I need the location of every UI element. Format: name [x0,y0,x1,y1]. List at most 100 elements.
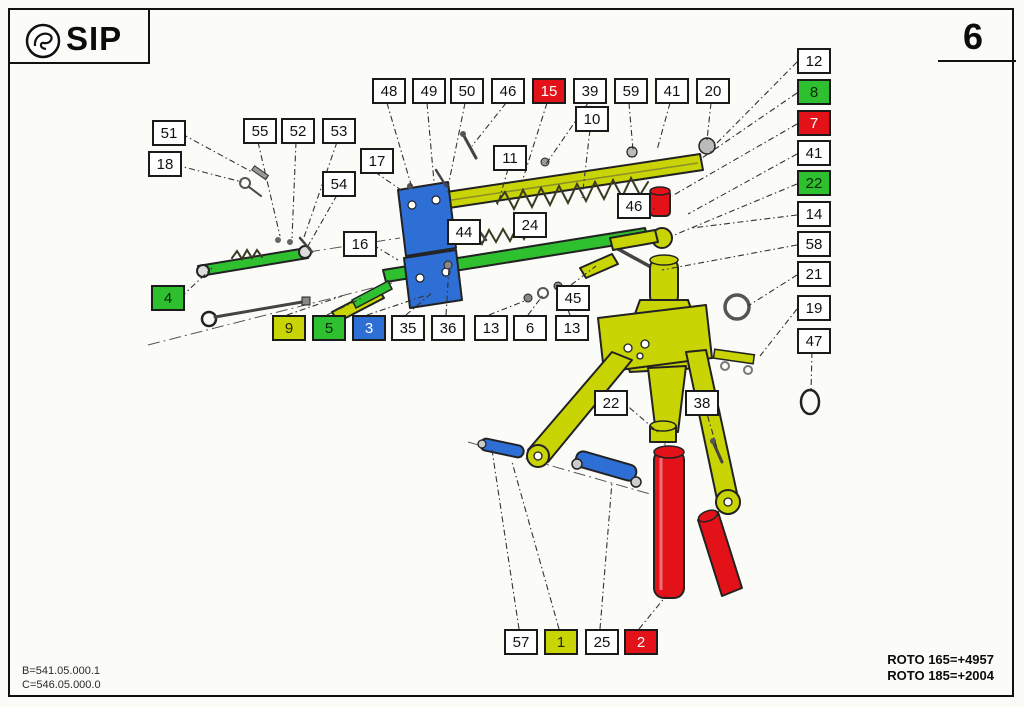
leader-line [701,92,798,159]
part-label-58: 58 [797,231,831,257]
leader-line [671,183,798,237]
leader-line [599,481,613,630]
part-label-21: 21 [797,261,831,287]
part-label-49: 49 [412,78,446,104]
leader-line [511,461,560,630]
part-label-39: 39 [573,78,607,104]
leader-line [471,102,507,147]
footer-model-notes: ROTO 165=+4957 ROTO 185=+2004 [887,652,994,684]
leader-line [691,214,798,229]
leader-line [386,102,413,189]
part-label-5: 5 [312,315,346,341]
header-divider-vertical [148,8,150,64]
leader-line [671,123,798,197]
leader-line [661,244,798,271]
part-label-11: 11 [493,145,527,171]
leader-line [759,308,798,357]
leader-line [446,102,466,193]
leader-line [608,389,661,435]
part-label-25: 25 [585,629,619,655]
part-label-13: 13 [555,315,589,341]
left-bar-assembly [196,131,550,328]
part-label-3: 3 [352,315,386,341]
part-label-20: 20 [696,78,730,104]
part-label-55: 55 [243,118,277,144]
part-label-46: 46 [617,193,651,219]
part-label-50: 50 [450,78,484,104]
part-label-16: 16 [343,231,377,257]
part-label-36: 36 [431,315,465,341]
part-label-41: 41 [797,140,831,166]
part-label-47: 47 [797,328,831,354]
part-label-35: 35 [391,315,425,341]
part-label-13: 13 [474,315,508,341]
part-label-2: 2 [624,629,658,655]
leader-line [366,295,425,316]
part-label-41: 41 [655,78,689,104]
part-label-10: 10 [575,106,609,132]
part-label-17: 17 [360,148,394,174]
part-label-8: 8 [797,79,831,105]
header-divider-horizontal [8,62,150,64]
part-label-44: 44 [447,219,481,245]
roto-185-note: ROTO 185=+2004 [887,668,994,683]
part-label-59: 59 [614,78,648,104]
hitch-frame [526,254,741,515]
leader-line [374,171,405,193]
leader-line [496,168,509,208]
leader-line [747,274,798,307]
leader-line [302,141,338,241]
lower-small-parts [477,293,821,488]
part-label-24: 24 [513,212,547,238]
leader-line [656,102,671,151]
part-label-22: 22 [594,390,628,416]
roto-165-note: ROTO 165=+4957 [887,652,994,667]
leader-line [291,141,297,239]
part-label-38: 38 [685,390,719,416]
leader-line [581,129,591,199]
part-label-14: 14 [797,201,831,227]
leader-line [372,244,399,261]
brand-logo-text: SIP [66,20,123,57]
leader-line [405,291,434,316]
leader-line [687,153,798,215]
part-label-46: 46 [491,78,525,104]
part-label-54: 54 [322,171,356,197]
part-label-53: 53 [322,118,356,144]
leader-line [307,194,338,247]
leader-line [257,141,281,237]
leader-line [545,102,589,165]
leader-line [706,102,712,141]
lower-link-assembly [382,181,659,309]
footer-part-codes: B=541.05.000.1 C=546.05.000.0 [22,664,101,692]
part-label-12: 12 [797,48,831,74]
page-number-underline [938,60,1016,62]
part-label-57: 57 [504,629,538,655]
part-label-9: 9 [272,315,306,341]
part-label-22: 22 [797,170,831,196]
red-tubes [653,445,743,599]
sip-logo-icon [25,23,61,59]
leader-line [628,102,634,151]
part-label-51: 51 [152,120,186,146]
leader-line [713,61,798,147]
page-number: 6 [962,16,984,57]
part-label-45: 45 [556,285,590,311]
code-b: B=541.05.000.1 [22,665,100,677]
part-label-6: 6 [513,315,547,341]
leader-line [326,297,363,316]
part-label-1: 1 [544,629,578,655]
leader-line [175,164,243,183]
leader-line [491,449,520,630]
code-c: C=546.05.000.0 [22,679,101,691]
part-label-18: 18 [148,151,182,177]
part-label-4: 4 [151,285,185,311]
part-label-48: 48 [372,78,406,104]
part-label-52: 52 [281,118,315,144]
leader-line [286,295,343,316]
part-label-7: 7 [797,110,831,136]
leader-line [527,294,544,316]
part-label-15: 15 [532,78,566,104]
